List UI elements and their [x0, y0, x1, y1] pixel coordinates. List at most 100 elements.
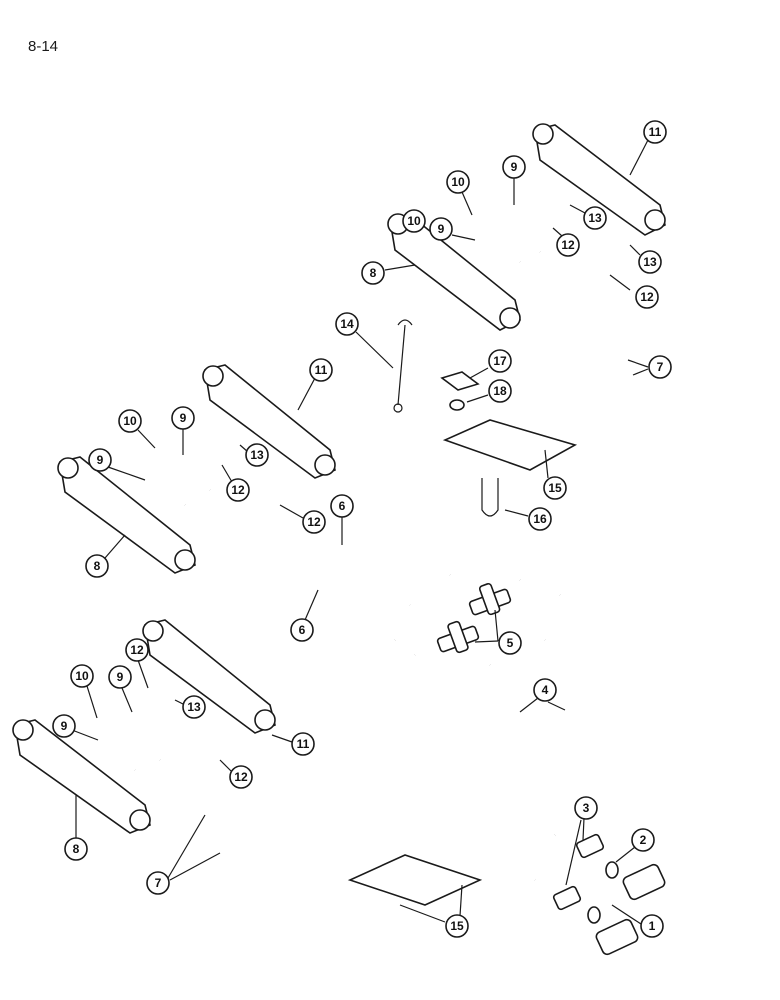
- callout-top-7: 7: [627, 355, 672, 379]
- callout-low-3: 3: [565, 796, 598, 886]
- svg-text:1: 1: [649, 919, 656, 933]
- callout-top-8: 8: [361, 261, 416, 285]
- callout-mid-6b: 6: [290, 589, 319, 642]
- svg-text:13: 13: [250, 448, 264, 462]
- svg-text:12: 12: [307, 515, 321, 529]
- hose-4: [487, 638, 565, 883]
- svg-text:3: 3: [583, 801, 590, 815]
- callout-low-15: 15: [399, 884, 469, 938]
- svg-text:12: 12: [130, 643, 144, 657]
- callout-low-8: 8: [64, 795, 88, 861]
- callout-mid-12a: 12: [221, 464, 250, 502]
- cylinder-11-top: [532, 123, 666, 236]
- fitting-tee-upper: [468, 582, 512, 616]
- callout-low-1: 1: [611, 904, 664, 938]
- callout-top-9b: 9: [429, 217, 476, 241]
- fittings: [347, 319, 666, 956]
- callout-mid-5: 5: [474, 609, 522, 655]
- adapter-3-upper: [575, 833, 605, 859]
- callout-low-11: 11: [271, 732, 315, 756]
- callout-mid-6a: 6: [330, 494, 354, 545]
- callout-top-12a: 12: [552, 227, 580, 257]
- callout-low-4: 4: [519, 678, 566, 713]
- cylinder-8-lower: [12, 719, 151, 834]
- svg-text:17: 17: [493, 354, 507, 368]
- hoses: [132, 249, 635, 883]
- cylinder-8-middle: [57, 456, 196, 574]
- svg-text:8: 8: [73, 842, 80, 856]
- callout-mid-10: 10: [118, 409, 156, 449]
- svg-text:11: 11: [315, 363, 328, 377]
- svg-text:5: 5: [507, 636, 514, 650]
- fitting-tee-lower: [436, 620, 480, 654]
- callout-low-13: 13: [174, 695, 206, 719]
- quick-coupler-lower: [595, 918, 639, 956]
- callout-top-11: 11: [629, 120, 667, 176]
- svg-text:13: 13: [588, 211, 602, 225]
- callout-mid-17: 17: [469, 349, 512, 379]
- callouts: 11 10 9 13 12 13 12: [52, 120, 672, 938]
- o-ring-2: [587, 861, 619, 924]
- svg-text:10: 10: [75, 669, 89, 683]
- callout-low-7: 7: [146, 814, 221, 895]
- svg-text:12: 12: [234, 770, 248, 784]
- callout-top-12b: 12: [609, 274, 659, 309]
- svg-text:9: 9: [61, 719, 68, 733]
- svg-text:8: 8: [94, 559, 101, 573]
- callout-low-2: 2: [615, 828, 655, 863]
- callout-mid-14: 14: [335, 312, 394, 369]
- svg-text:9: 9: [180, 411, 187, 425]
- svg-text:12: 12: [231, 483, 245, 497]
- svg-text:14: 14: [340, 317, 354, 331]
- svg-text:10: 10: [451, 175, 465, 189]
- callout-low-12b: 12: [219, 759, 253, 789]
- callout-low-9a: 9: [108, 665, 133, 713]
- svg-text:11: 11: [649, 125, 662, 139]
- callout-mid-9a: 9: [171, 406, 195, 455]
- cylinders: [12, 123, 666, 834]
- svg-text:12: 12: [640, 290, 654, 304]
- pin-14: [393, 319, 413, 413]
- adapter-3-lower: [552, 885, 582, 911]
- callout-mid-8: 8: [85, 534, 126, 578]
- svg-text:11: 11: [297, 737, 310, 751]
- svg-text:16: 16: [533, 512, 547, 526]
- svg-text:7: 7: [155, 876, 162, 890]
- hose-7-lower: [132, 637, 484, 874]
- svg-text:2: 2: [640, 833, 647, 847]
- callout-low-10: 10: [70, 664, 98, 719]
- callout-top-10b: 10: [402, 209, 426, 233]
- callout-mid-16: 16: [504, 507, 552, 531]
- svg-text:10: 10: [407, 214, 421, 228]
- callout-mid-12b: 12: [279, 504, 326, 534]
- callout-low-9b: 9: [52, 714, 99, 741]
- svg-text:12: 12: [561, 238, 575, 252]
- clamp-15-upper: [442, 419, 578, 471]
- svg-text:10: 10: [123, 414, 137, 428]
- quick-coupler-upper: [622, 863, 666, 901]
- svg-text:15: 15: [450, 919, 464, 933]
- svg-text:15: 15: [548, 481, 562, 495]
- svg-text:9: 9: [117, 670, 124, 684]
- hose-6: [182, 487, 453, 608]
- svg-text:9: 9: [97, 453, 104, 467]
- svg-text:6: 6: [299, 623, 306, 637]
- svg-text:8: 8: [370, 266, 377, 280]
- svg-text:4: 4: [542, 683, 549, 697]
- callout-top-10: 10: [446, 170, 473, 216]
- callout-mid-15: 15: [543, 449, 567, 500]
- callout-top-9: 9: [502, 155, 526, 205]
- cap-18: [449, 399, 465, 411]
- callout-mid-13: 13: [239, 443, 269, 467]
- u-bolt-16: [481, 478, 499, 517]
- svg-text:6: 6: [339, 499, 346, 513]
- cylinder-11-middle: [202, 364, 336, 479]
- bracket-17: [440, 371, 480, 391]
- callout-top-13b: 13: [629, 244, 662, 274]
- svg-text:9: 9: [438, 222, 445, 236]
- page-number: 8-14: [28, 38, 59, 55]
- callout-mid-18: 18: [466, 379, 512, 403]
- svg-text:9: 9: [511, 160, 518, 174]
- callout-mid-9b: 9: [88, 448, 146, 481]
